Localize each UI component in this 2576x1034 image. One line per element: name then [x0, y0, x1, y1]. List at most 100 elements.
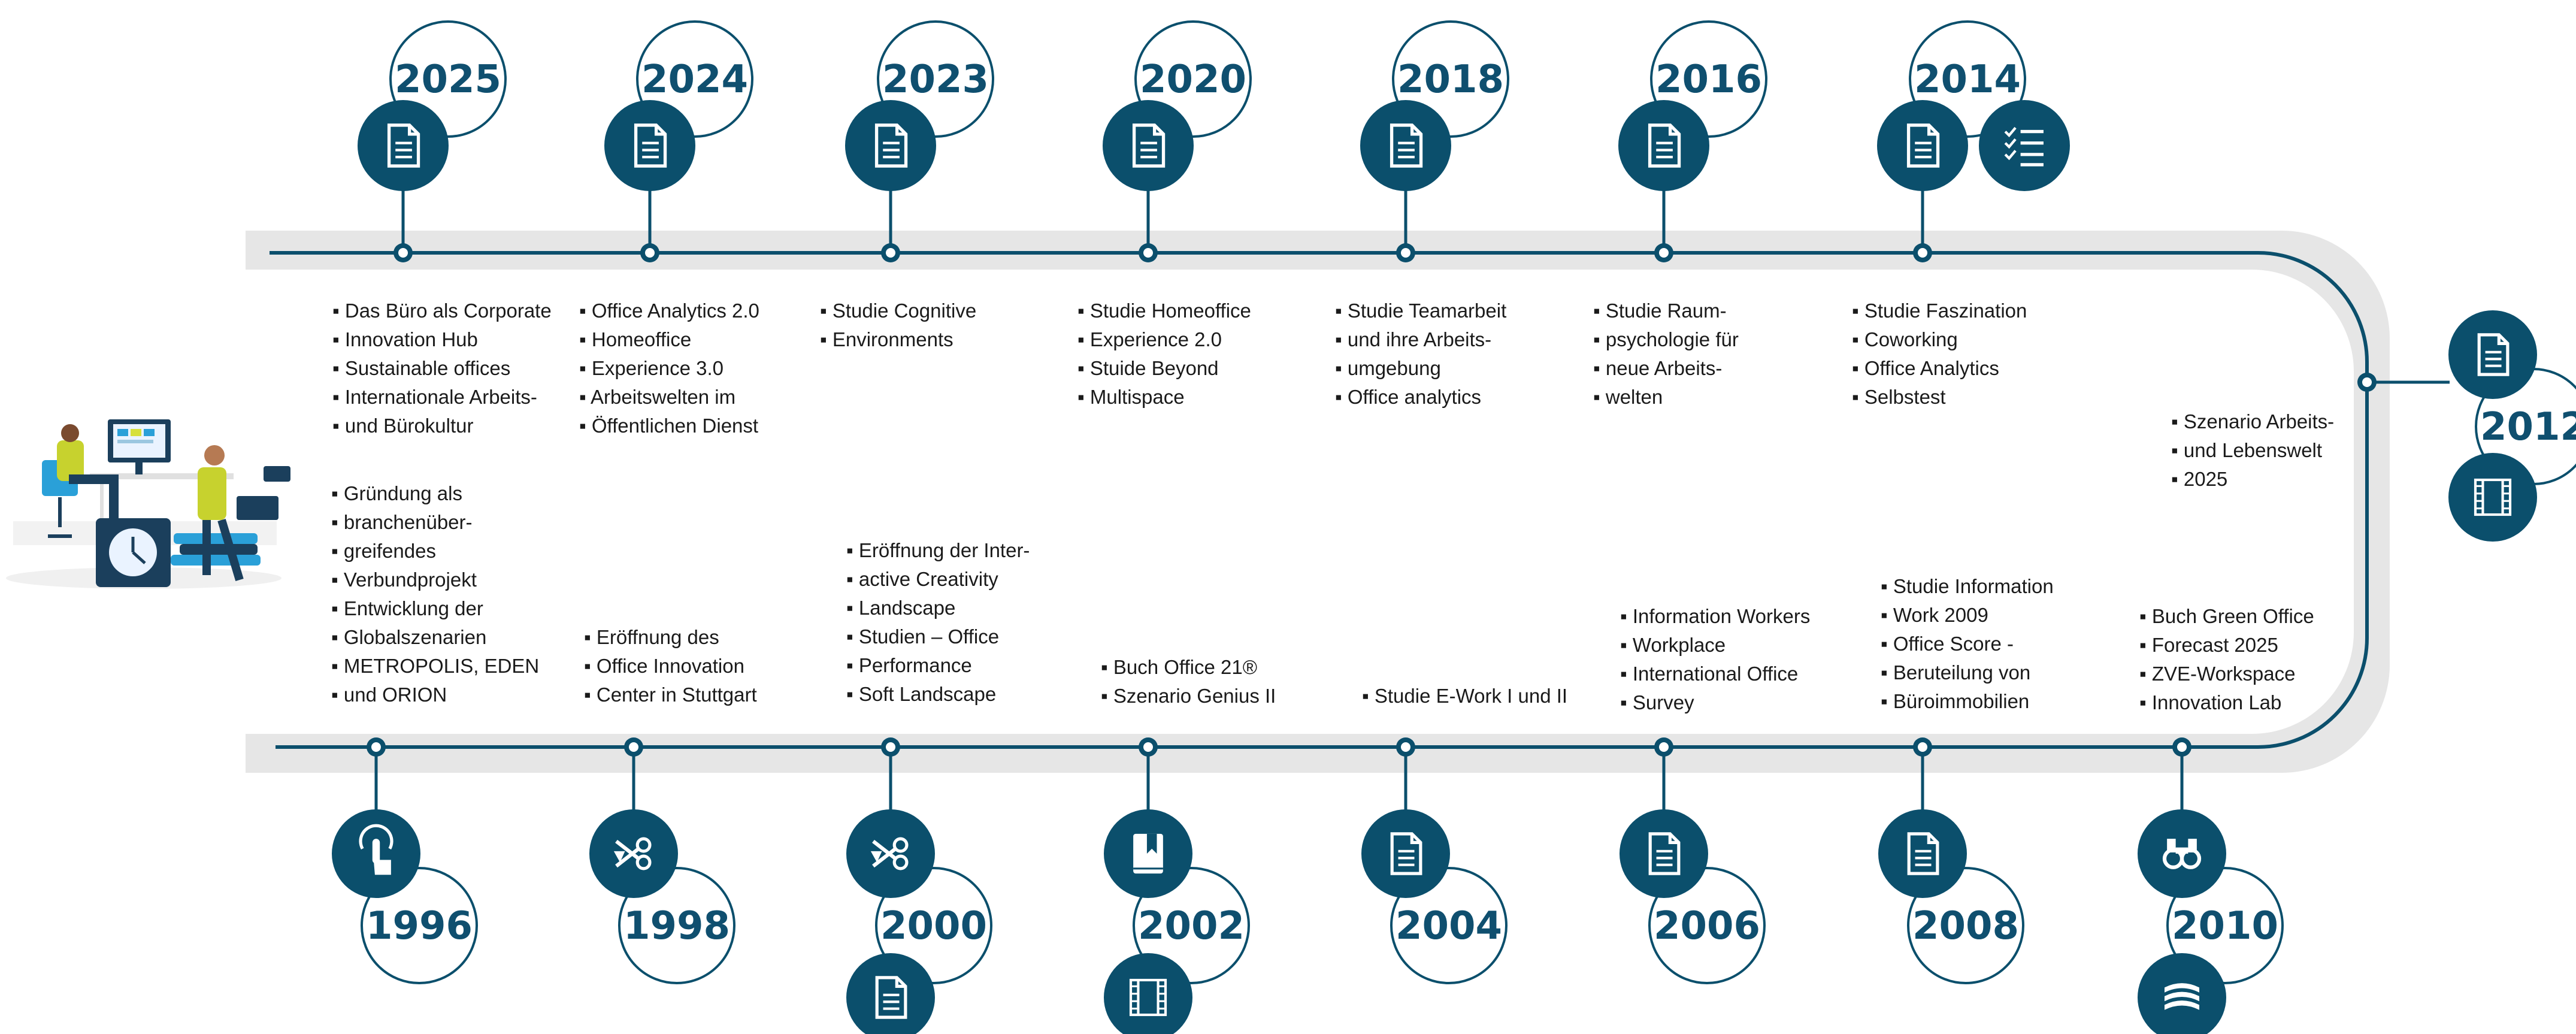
year-label: 2004 [1396, 904, 1502, 948]
year-label: 2002 [1138, 904, 1245, 948]
film-icon [2448, 453, 2537, 542]
milestone-notes: ▪ Eröffnung des ▪ Office Innovation ▪ Cent… [584, 623, 757, 709]
timeline-line [270, 251, 2369, 749]
milestone-notes: ▪ Office Analytics 2.0 ▪ Homeoffice ▪ Expe… [579, 297, 759, 440]
book-icon [1104, 809, 1192, 898]
note-line: ▪ Studie Faszination [1852, 300, 2027, 322]
document-icon [2448, 310, 2537, 399]
note-line: ▪ Information Workers [1620, 605, 1811, 627]
note-line: ▪ Experience 3.0 [579, 357, 724, 379]
milestone-notes: ▪ Studie E-Work I und II [1362, 682, 1567, 711]
year-badge: 1998 [618, 867, 735, 984]
ribbon-cut-icon [589, 809, 678, 898]
note-line: ▪ Studie Raum- [1593, 300, 1727, 322]
note-line: ▪ Selbstest [1852, 386, 1946, 408]
year-label: 2014 [1914, 58, 2021, 102]
note-line: ▪ umgebung [1335, 357, 1441, 379]
note-line: ▪ Studie E-Work I und II [1362, 685, 1568, 707]
year-label: 2018 [1397, 58, 1504, 102]
milestone-notes: ▪ Studie Teamarbeit▪ und ihre Arbeits-▪ … [1335, 297, 1506, 412]
note-line: ▪ Landscape [846, 597, 956, 619]
year-label: 2006 [1654, 904, 1760, 948]
note-line: ▪ Innovation Lab [2139, 691, 2282, 713]
document-icon [845, 100, 936, 191]
note-line: ▪ Studie Information [1881, 575, 2054, 597]
year-label: 2025 [395, 58, 501, 102]
milestone-notes: ▪ Studie Information ▪ Work 2009 ▪ Office … [1881, 572, 2054, 716]
year-label: 1996 [366, 904, 473, 948]
note-line: ▪ und ihre Arbeits- [1335, 328, 1492, 350]
year-label: 2024 [641, 58, 748, 102]
year-label: 2016 [1655, 58, 1762, 102]
note-line: ▪ Office Analytics 2.0 [579, 300, 759, 322]
note-line: ▪ 2025 [2171, 468, 2228, 490]
note-line: ▪ Eröffnung des [584, 626, 719, 648]
milestone-notes: ▪ Eröffnung der Inter- ▪ active Creativit… [846, 536, 1030, 709]
milestone-notes: ▪ Buch Green Office▪ Forecast 2025▪ ZVE-… [2139, 602, 2314, 717]
year-label: 1998 [623, 904, 730, 948]
year-label: 2020 [1140, 58, 1246, 102]
note-line: ▪ Eröffnung der Inter- [846, 539, 1030, 561]
document-icon [358, 100, 449, 191]
year-label: 2012 [2480, 405, 2576, 449]
note-line: ▪ Performance [846, 654, 972, 676]
note-line: ▪ Studie Cognitive [820, 300, 977, 322]
milestone-notes: ▪ Information Workers▪ Workplace▪ Intern… [1620, 602, 1810, 717]
note-line: ▪ Studien – Office [846, 625, 1000, 648]
note-line: ▪ Szenario Genius II [1101, 685, 1276, 707]
note-line: ▪ Survey [1620, 691, 1694, 713]
document-icon [1620, 809, 1708, 898]
note-line: ▪ welten [1593, 386, 1663, 408]
note-line: ▪ Coworking [1852, 328, 1958, 350]
year-label: 2010 [2172, 904, 2278, 948]
year-label: 2000 [880, 904, 987, 948]
note-line: ▪ Buch Green Office [2139, 605, 2314, 627]
note-line: ▪ und Bürokultur [332, 415, 474, 437]
note-line: ▪ International Office [1620, 663, 1799, 685]
note-line: ▪ psychologie für [1593, 328, 1739, 350]
timeline-track-band [246, 231, 2390, 773]
note-line: ▪ und Lebenswelt [2171, 439, 2323, 461]
note-line: ▪ Work 2009 [1881, 604, 1988, 626]
note-line: ▪ und ORION [331, 684, 447, 706]
document-icon [846, 953, 935, 1034]
note-line: ▪ Environments [820, 328, 953, 350]
document-icon [1361, 809, 1450, 898]
milestone-notes: ▪ Gründung als▪ branchenüber-▪ greifende… [331, 479, 539, 709]
note-line: ▪ METROPOLIS, EDEN [331, 655, 540, 677]
note-line: ▪ Öffentlichen Dienst [579, 415, 759, 437]
note-line: ▪ active Creativity [846, 568, 998, 590]
year-label: 2008 [1912, 904, 2019, 948]
note-line: ▪ Multispace [1077, 386, 1185, 408]
note-line: ▪ Office Innovation [584, 655, 744, 677]
film-icon [1104, 953, 1192, 1034]
note-line: ▪ Experience 2.0 [1077, 328, 1222, 350]
note-line: ▪ Entwicklung der [331, 597, 483, 619]
year-badge: 2006 [1648, 867, 1766, 984]
note-line: ▪ Forecast 2025 [2139, 634, 2278, 656]
note-line: ▪ Office Score - [1881, 633, 2014, 655]
note-line: ▪ Homeoffice [579, 328, 692, 350]
note-line: ▪ greifendes [331, 540, 436, 562]
milestone-notes: ▪ Buch Office 21®▪ Szenario Genius II [1101, 653, 1276, 711]
document-icon [1103, 100, 1194, 191]
year-badge: 2008 [1907, 867, 2024, 984]
note-line: ▪ Sustainable offices [332, 357, 511, 379]
note-line: ▪ Szenario Arbeits- [2171, 410, 2335, 433]
year-badge: 2000 [875, 867, 992, 984]
milestone-notes: ▪ Szenario Arbeits- ▪ und Lebenswelt ▪ 202… [2171, 407, 2334, 494]
note-line: ▪ Verbundprojekt [331, 569, 477, 591]
document-icon [604, 100, 695, 191]
year-label: 2023 [882, 58, 989, 102]
note-line: ▪ Innovation Hub [332, 328, 478, 350]
document-icon [1878, 809, 1967, 898]
document-icon [1618, 100, 1709, 191]
year-badge: 1996 [361, 867, 478, 984]
office-illustration [6, 419, 290, 589]
note-line: ▪ Center in Stuttgart [584, 684, 757, 706]
note-line: ▪ Office Analytics [1852, 357, 1999, 379]
note-line: ▪ Globalszenarien [331, 626, 487, 648]
note-line: ▪ Stuide Beyond [1077, 357, 1219, 379]
note-line: ▪ Office analytics [1335, 386, 1482, 408]
